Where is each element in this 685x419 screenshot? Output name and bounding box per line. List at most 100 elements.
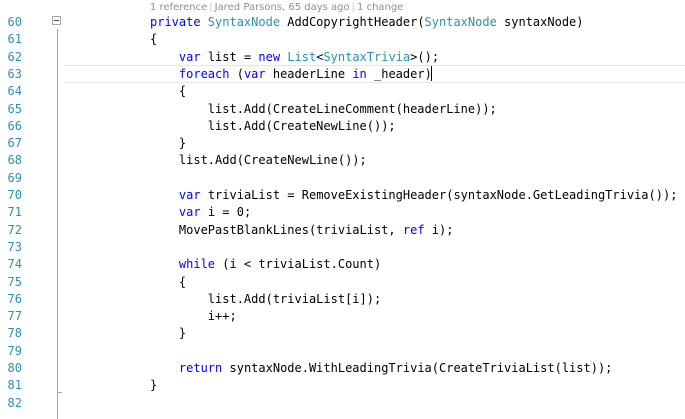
line-number: 62 <box>7 49 22 64</box>
line-number: 82 <box>7 395 22 410</box>
code-token <box>150 205 179 219</box>
code-line: var i = 0; <box>150 203 251 221</box>
code-token: syntaxNode.WithLeadingTrivia(CreateTrivi… <box>222 361 613 375</box>
code-line: } <box>150 324 186 342</box>
code-line: list.Add(triviaList[i]); <box>150 290 381 308</box>
codelens-bar: 1 reference|Jared Parsons, 65 days ago|1… <box>150 0 403 16</box>
keyword-token: private <box>150 15 208 29</box>
code-token <box>150 361 179 375</box>
code-line: list.Add(CreateNewLine()); <box>150 151 367 169</box>
code-line: private SyntaxNode AddCopyrightHeader(Sy… <box>150 13 584 31</box>
code-token: _header) <box>366 66 432 81</box>
code-line: MovePastBlankLines(triviaList, ref i); <box>150 221 454 239</box>
code-token: < <box>316 49 324 64</box>
code-line: foreach (var headerLine in _header) <box>150 65 432 83</box>
line-number: 61 <box>7 32 22 47</box>
keyword-token: while <box>178 257 216 272</box>
collapse-minus-icon[interactable] <box>52 16 61 25</box>
type-token: SyntaxNode <box>207 15 281 29</box>
line-number: 73 <box>7 239 22 254</box>
text-caret <box>431 66 432 82</box>
code-token <box>150 50 179 64</box>
code-token: list.Add(CreateLineComment(headerLine)); <box>150 101 497 116</box>
line-number: 77 <box>7 309 22 324</box>
keyword-token: var <box>178 49 201 64</box>
line-number-gutter: 60 61 62 63 64 65 66 67 68 69 70 71 72 73 74 75 76 77 78 79… <box>0 0 48 419</box>
type-token: SyntaxTrivia <box>323 49 411 64</box>
code-token: MovePastBlankLines(triviaList, <box>150 222 403 237</box>
code-token: (i < triviaList.Count) <box>215 257 382 272</box>
code-token: { <box>150 274 187 289</box>
type-token: List <box>287 49 317 64</box>
code-token <box>150 257 179 271</box>
code-line: list.Add(CreateLineComment(headerLine)); <box>150 100 497 118</box>
code-line: i++; <box>150 307 237 325</box>
code-token: list.Add(triviaList[i]); <box>150 291 382 306</box>
code-line: return syntaxNode.WithLeadingTrivia(Crea… <box>150 359 613 377</box>
code-token: i = 0; <box>200 205 252 220</box>
code-token: triviaList = RemoveExistingHeader(syntax… <box>200 188 678 202</box>
codelens-author-link[interactable]: Jared Parsons, 65 days ago <box>214 2 350 13</box>
line-number: 66 <box>7 118 22 133</box>
code-line: } <box>150 134 186 152</box>
code-line: while (i < triviaList.Count) <box>150 255 381 273</box>
keyword-token: var <box>178 205 201 220</box>
code-token: i++; <box>150 309 237 324</box>
codelens-references-link[interactable]: 1 reference <box>150 2 208 13</box>
code-line: { <box>150 30 157 48</box>
code-token: } <box>150 378 158 393</box>
code-token: headerLine <box>265 66 353 81</box>
keyword-token: new <box>258 49 281 64</box>
codelens-separator: | <box>351 2 356 13</box>
line-number: 69 <box>7 170 22 185</box>
line-number: 67 <box>7 136 22 151</box>
keyword-token: ref <box>402 222 425 237</box>
line-number: 71 <box>7 205 22 220</box>
line-number: 70 <box>7 188 22 202</box>
code-token <box>150 67 179 81</box>
keyword-token: foreach <box>178 66 230 81</box>
code-token: list = <box>200 49 259 64</box>
code-token: list.Add(CreateNewLine()); <box>150 118 396 133</box>
line-number: 81 <box>7 378 22 393</box>
keyword-token: in <box>352 66 367 81</box>
code-token: list.Add(CreateNewLine()); <box>150 153 367 168</box>
code-token: { <box>150 32 158 47</box>
line-number: 60 <box>7 15 22 29</box>
code-line: } <box>150 376 157 394</box>
line-number: 80 <box>7 361 22 375</box>
line-number: 68 <box>7 153 22 168</box>
keyword-token: return <box>178 361 223 375</box>
outline-fold-end <box>57 392 62 393</box>
keyword-token: var <box>243 66 266 81</box>
line-number: 64 <box>7 84 22 99</box>
code-line: var list = new List<SyntaxTrivia>(); <box>150 48 439 66</box>
code-line: { <box>150 273 186 291</box>
line-number: 74 <box>7 257 22 272</box>
keyword-token: var <box>178 188 201 202</box>
code-token: { <box>150 84 187 99</box>
code-token: } <box>150 326 187 341</box>
line-number: 63 <box>7 66 22 81</box>
outline-fold-line <box>57 29 58 419</box>
code-token <box>150 188 179 202</box>
code-token: AddCopyrightHeader( <box>280 15 425 29</box>
line-number: 78 <box>7 326 22 341</box>
line-number: 76 <box>7 291 22 306</box>
codelens-changes-link[interactable]: 1 change <box>357 2 404 13</box>
line-number: 75 <box>7 274 22 289</box>
code-token: syntaxNode) <box>496 15 584 29</box>
codelens-separator: | <box>209 2 213 13</box>
code-token: ( <box>229 66 244 81</box>
code-token: i); <box>424 222 454 237</box>
code-token: >(); <box>410 49 440 64</box>
type-token: SyntaxNode <box>424 15 497 29</box>
code-line: var triviaList = RemoveExistingHeader(sy… <box>150 186 678 204</box>
code-token: } <box>150 136 187 151</box>
line-number: 72 <box>7 222 22 237</box>
code-line: list.Add(CreateNewLine()); <box>150 117 396 135</box>
line-number: 79 <box>7 343 22 358</box>
line-number: 65 <box>7 101 22 116</box>
current-line-highlight <box>64 64 685 83</box>
